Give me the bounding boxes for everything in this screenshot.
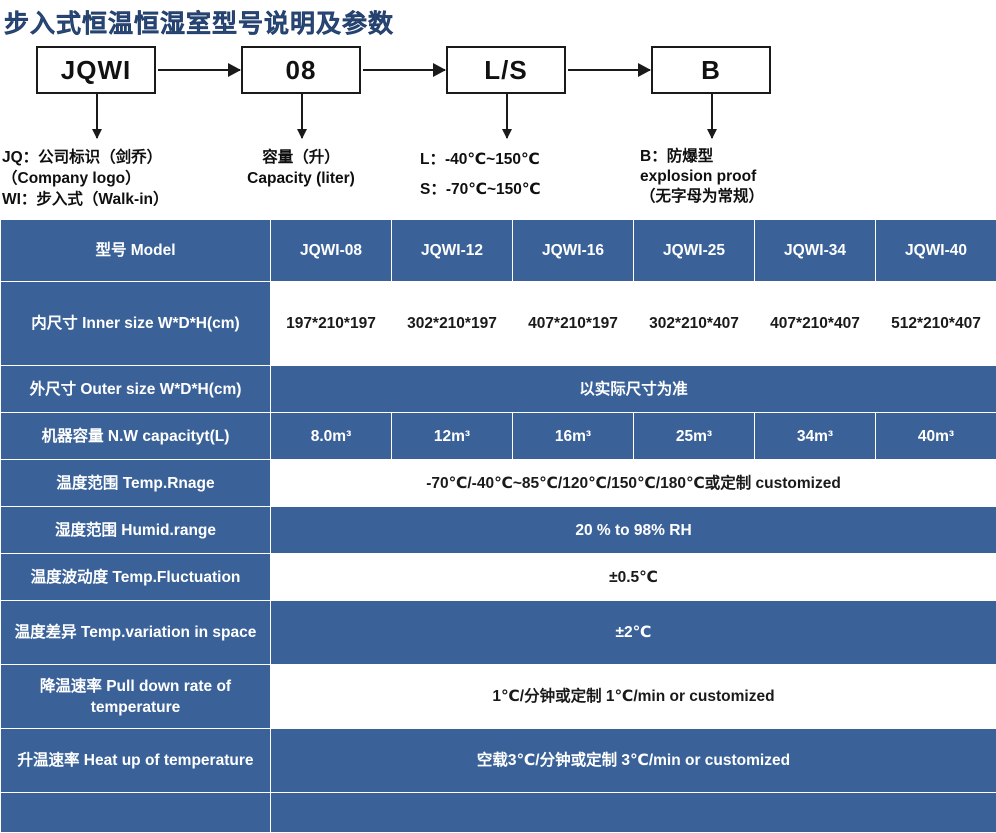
model-code-flow-diagram: JQWI 08 L/S B JQ：公司标识（剑乔） （Company logo）… [0,46,996,216]
row-label-outer-size: 外尺寸 Outer size W*D*H(cm) [1,366,271,413]
cell-temp-range-value: -70℃/-40℃~85℃/120℃/150℃/180℃或定制 customiz… [271,460,996,507]
cell-inner-size-4: 407*210*407 [755,282,876,366]
table-row: 内尺寸 Inner size W*D*H(cm) 197*210*197 302… [1,282,996,366]
table-row: 温度范围 Temp.Rnage -70℃/-40℃~85℃/120℃/150℃/… [1,460,996,507]
table-row [1,793,996,833]
flow-caption-temp-type-line-2: S：-70℃~150℃ [420,179,541,200]
table-row: 升温速率 Heat up of temperature 空载3℃/分钟或定制 3… [1,729,996,793]
cell-capacity-5: 40m³ [876,413,996,460]
flow-arrow-down-2 [301,94,303,138]
row-label-temp-variation: 温度差异 Temp.variation in space [1,601,271,665]
cell-capacity-3: 25m³ [634,413,755,460]
flow-arrow-down-4 [711,94,713,138]
flow-caption-explosion-proof: B：防爆型 explosion proof （无字母为常规） [640,147,764,207]
row-label-inner-size: 内尺寸 Inner size W*D*H(cm) [1,282,271,366]
specification-table: 型号 Model JQWI-08 JQWI-12 JQWI-16 JQWI-25… [0,219,996,833]
flow-caption-capacity: 容量（升） Capacity (liter) [201,147,401,189]
flow-caption-jqwi: JQ：公司标识（剑乔） （Company logo） WI：步入式（Walk-i… [2,147,168,210]
cell-pull-down-rate-value: 1℃/分钟或定制 1℃/min or customized [271,665,996,729]
table-header-row: 型号 Model JQWI-08 JQWI-12 JQWI-16 JQWI-25… [1,220,996,282]
flow-caption-capacity-line-2: Capacity (liter) [201,168,401,189]
flow-arrow-right-3 [568,69,650,71]
cell-temp-fluctuation-value: ±0.5℃ [271,554,996,601]
flow-box-capacity: 08 [241,46,361,94]
table-row: 温度波动度 Temp.Fluctuation ±0.5℃ [1,554,996,601]
cell-inner-size-3: 302*210*407 [634,282,755,366]
cell-temp-variation-value: ±2℃ [271,601,996,665]
flow-box-temp-type: L/S [446,46,566,94]
flow-box-explosion-proof: B [651,46,771,94]
flow-arrow-down-1 [96,94,98,138]
flow-caption-explosion-proof-line-3: （无字母为常规） [640,187,764,207]
flow-arrow-right-1 [158,69,240,71]
table-row: 外尺寸 Outer size W*D*H(cm) 以实际尺寸为准 [1,366,996,413]
flow-caption-temp-type: L：-40℃~150℃ S：-70℃~150℃ [420,149,541,200]
cell-inner-size-2: 407*210*197 [513,282,634,366]
flow-caption-jqwi-line-3: WI：步入式（Walk-in） [2,189,168,210]
flow-caption-explosion-proof-line-2: explosion proof [640,167,764,187]
table-row: 湿度范围 Humid.range 20 % to 98% RH [1,507,996,554]
table-header-model-0: JQWI-08 [271,220,392,282]
row-label-pull-down-rate: 降温速率 Pull down rate of temperature [1,665,271,729]
cell-inner-size-0: 197*210*197 [271,282,392,366]
table-header-model-3: JQWI-25 [634,220,755,282]
flow-caption-jqwi-line-1: JQ：公司标识（剑乔） [2,147,168,168]
flow-arrow-down-3 [506,94,508,138]
page-title: 步入式恒温恒湿室型号说明及参数 [4,8,394,40]
table-row: 机器容量 N.W capacityt(L) 8.0m³ 12m³ 16m³ 25… [1,413,996,460]
flow-box-jqwi: JQWI [36,46,156,94]
table-header-model-1: JQWI-12 [392,220,513,282]
flow-caption-explosion-proof-line-1: B：防爆型 [640,147,764,167]
table-header-label: 型号 Model [1,220,271,282]
row-label-cutoff [1,793,271,833]
cell-inner-size-5: 512*210*407 [876,282,996,366]
cell-inner-size-1: 302*210*197 [392,282,513,366]
cell-capacity-0: 8.0m³ [271,413,392,460]
row-label-temp-fluctuation: 温度波动度 Temp.Fluctuation [1,554,271,601]
flow-arrow-right-2 [363,69,445,71]
row-label-humidity-range: 湿度范围 Humid.range [1,507,271,554]
table-row: 温度差异 Temp.variation in space ±2℃ [1,601,996,665]
flow-caption-temp-type-line-1: L：-40℃~150℃ [420,149,541,170]
table-header-model-2: JQWI-16 [513,220,634,282]
cell-capacity-2: 16m³ [513,413,634,460]
cell-humidity-range-value: 20 % to 98% RH [271,507,996,554]
row-label-heat-up-rate: 升温速率 Heat up of temperature [1,729,271,793]
flow-caption-jqwi-line-2: （Company logo） [2,168,168,189]
table-header-model-4: JQWI-34 [755,220,876,282]
row-label-temp-range: 温度范围 Temp.Rnage [1,460,271,507]
table-header-model-5: JQWI-40 [876,220,996,282]
row-label-capacity: 机器容量 N.W capacityt(L) [1,413,271,460]
cell-heat-up-rate-value: 空载3℃/分钟或定制 3℃/min or customized [271,729,996,793]
flow-caption-capacity-line-1: 容量（升） [201,147,401,168]
table-row: 降温速率 Pull down rate of temperature 1℃/分钟… [1,665,996,729]
cell-capacity-4: 34m³ [755,413,876,460]
cell-capacity-1: 12m³ [392,413,513,460]
cell-cutoff-value [271,793,996,833]
cell-outer-size-value: 以实际尺寸为准 [271,366,996,413]
